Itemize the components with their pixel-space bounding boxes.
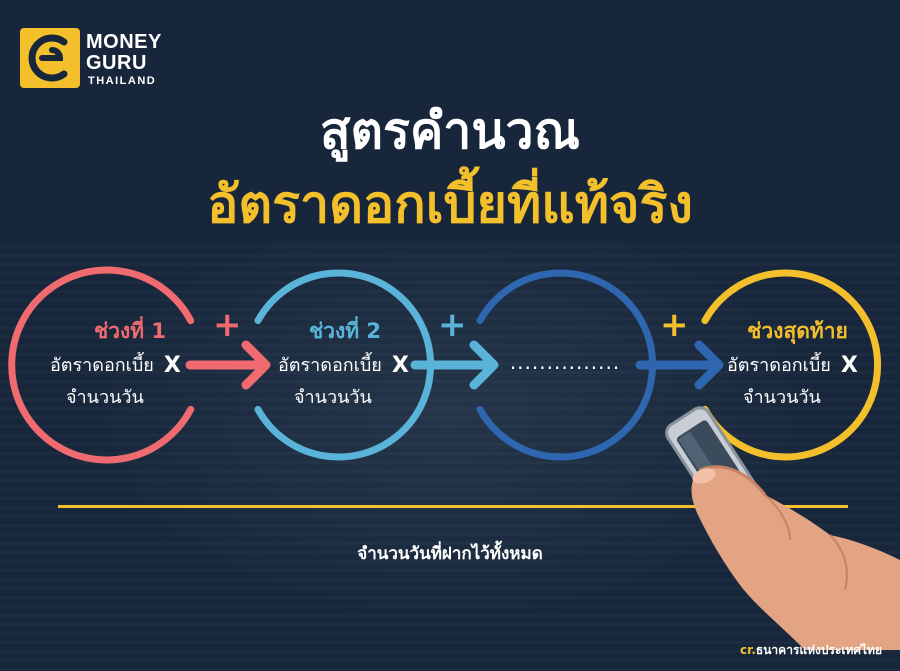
step-2-body: อัตราดอกเบี้ย X จำนวนวัน bbox=[278, 350, 409, 414]
arrow-right-icon bbox=[185, 340, 271, 390]
step-3-ellipsis: ............... bbox=[509, 350, 621, 374]
title-line1: สูตรคำนวณ bbox=[319, 102, 580, 160]
divider-line bbox=[58, 505, 848, 508]
background-texture bbox=[0, 240, 900, 671]
step-1-circle bbox=[8, 266, 195, 464]
step-2-rate-label: อัตราดอกเบี้ย bbox=[278, 355, 382, 376]
money-guru-logo-icon bbox=[20, 28, 80, 88]
credit-prefix: cr. bbox=[740, 643, 756, 657]
title-line2: อัตราดอกเบี้ยที่แท้จริง bbox=[207, 175, 693, 235]
multiply-icon: X bbox=[391, 353, 409, 378]
step-4-title: ช่วงสุดท้าย bbox=[747, 319, 848, 343]
arrow-right-icon bbox=[410, 340, 499, 390]
brand-name: MONEY GURU THAILAND bbox=[86, 32, 162, 88]
step-4-circle bbox=[701, 269, 881, 461]
step-1-days-label: จำนวนวัน bbox=[66, 387, 144, 408]
step-4-rate-label: อัตราดอกเบี้ย bbox=[727, 355, 831, 376]
step-1-rate-label: อัตราดอกเบี้ย bbox=[50, 355, 154, 376]
multiply-icon: X bbox=[840, 353, 858, 378]
step-1-title: ช่วงที่ 1 bbox=[93, 319, 167, 343]
brand-logo: MONEY GURU THAILAND bbox=[20, 28, 190, 92]
arrow-right-icon bbox=[635, 340, 724, 390]
plus-sign-3: + bbox=[660, 305, 689, 345]
step-4-days-label: จำนวนวัน bbox=[743, 387, 821, 408]
brand-line2: GURU bbox=[86, 52, 147, 74]
multiply-icon: X bbox=[163, 353, 181, 378]
smartphone-hand-icon bbox=[665, 406, 900, 650]
step-4-body: อัตราดอกเบี้ย X จำนวนวัน bbox=[727, 350, 858, 414]
source-credit: cr.ธนาคารแห่งประเทศไทย bbox=[740, 641, 882, 660]
total-days-label: จำนวนวันที่ฝากไว้ทั้งหมด bbox=[357, 544, 543, 564]
plus-sign-1: + bbox=[213, 305, 242, 345]
step-1-body: อัตราดอกเบี้ย X จำนวนวัน bbox=[50, 350, 181, 414]
brand-line3: THAILAND bbox=[88, 75, 157, 87]
brand-line1: MONEY bbox=[86, 31, 162, 53]
plus-sign-2: + bbox=[438, 305, 467, 345]
credit-source: ธนาคารแห่งประเทศไทย bbox=[755, 643, 882, 657]
step-2-title: ช่วงที่ 2 bbox=[308, 319, 382, 343]
step-2-days-label: จำนวนวัน bbox=[294, 387, 372, 408]
